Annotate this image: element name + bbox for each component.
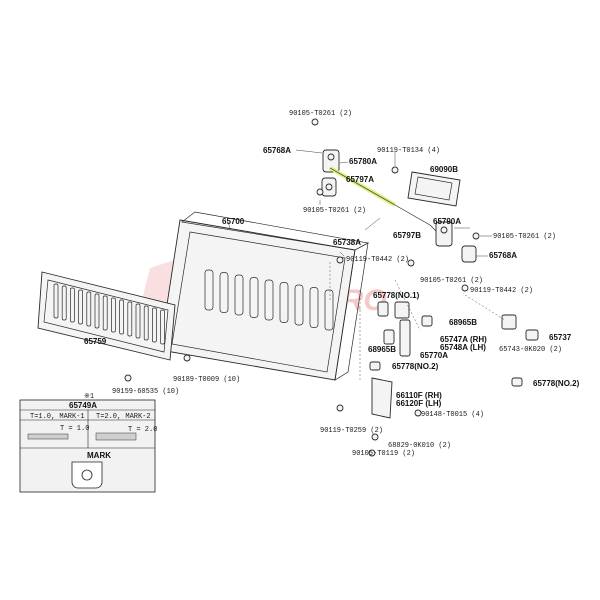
label-65748a: 65748A (LH) bbox=[440, 343, 486, 352]
panel-rib bbox=[234, 274, 244, 316]
part-labels: 90105-T0261 (2) 65768A 65780A 90119-T013… bbox=[84, 110, 580, 458]
grille-slat bbox=[86, 291, 92, 327]
label-65737: 65737 bbox=[549, 333, 572, 342]
leader-lines bbox=[227, 149, 492, 257]
label-65780a: 65780A bbox=[349, 157, 377, 166]
label-68829: 68829-0K010 (2) bbox=[388, 442, 451, 450]
upper-hinge-left bbox=[321, 149, 340, 197]
label-65797b: 65797B bbox=[393, 231, 421, 240]
inset-ref: ※1 bbox=[84, 393, 94, 401]
label-65738a: 65738A bbox=[333, 238, 361, 247]
inset-col1: T=1.0, MARK-1 bbox=[30, 413, 85, 421]
grille-slat bbox=[127, 301, 133, 337]
panel-rib bbox=[264, 279, 274, 321]
grille-slat bbox=[143, 305, 149, 341]
panel-rib bbox=[294, 284, 304, 326]
handle-assembly bbox=[391, 166, 461, 207]
label-65778-no2-mid: 65778(NO.2) bbox=[392, 362, 439, 371]
grille-slat bbox=[111, 297, 116, 333]
label-68965b-a: 68965B bbox=[449, 318, 477, 327]
panel-rib bbox=[309, 287, 319, 328]
label-90105-t0261-lower: 90105-T0261 (2) bbox=[420, 277, 483, 285]
upper-hinge-right bbox=[435, 221, 477, 263]
label-65778-no2-right: 65778(NO.2) bbox=[533, 379, 580, 388]
label-68965b-b: 68965B bbox=[368, 345, 396, 354]
grille-slat bbox=[119, 299, 124, 335]
panel-rib bbox=[279, 282, 289, 323]
label-90119-t0442-a: 90119-T0442 (2) bbox=[346, 256, 409, 264]
label-69090b: 69090B bbox=[430, 165, 458, 174]
grille-slat bbox=[160, 309, 165, 345]
label-65768a-right: 65768A bbox=[489, 251, 517, 260]
inset-detail: ※1 65749A T=1.0, MARK-1 T=2.0, MARK-2 T … bbox=[19, 393, 157, 493]
label-90105-t0261-top: 90105-T0261 (2) bbox=[289, 110, 352, 118]
label-90119-t0134: 90119-T0134 (4) bbox=[377, 147, 440, 155]
mark-tab-icon bbox=[71, 461, 103, 489]
inset-t1: T = 1.0 bbox=[60, 425, 89, 433]
label-90189: 90189-T0009 (10) bbox=[173, 376, 240, 384]
label-65747a: 65747A (RH) bbox=[440, 335, 487, 344]
leader-lines-dashed bbox=[329, 262, 506, 380]
latch-assembly bbox=[369, 301, 539, 419]
tailgate-panel bbox=[159, 211, 370, 381]
label-65778-no1: 65778(NO.1) bbox=[373, 291, 420, 300]
label-65770a: 65770A bbox=[420, 351, 448, 360]
panel-rib bbox=[249, 277, 259, 318]
label-90105-t0261-mid: 90105-T0261 (2) bbox=[303, 207, 366, 215]
label-65768a-left: 65768A bbox=[263, 146, 291, 155]
grille-slat bbox=[70, 287, 75, 323]
grille-slat bbox=[61, 285, 67, 321]
panel-rib bbox=[204, 269, 214, 311]
grille-panel bbox=[37, 271, 176, 361]
inset-t2: T = 2.0 bbox=[128, 426, 157, 434]
label-90105-t0261-right: 90105-T0261 (2) bbox=[493, 233, 556, 241]
bolts bbox=[124, 118, 480, 457]
inset-mark: MARK bbox=[87, 451, 111, 460]
inset-title: 65749A bbox=[69, 401, 97, 410]
label-90148: 90148-T0015 (4) bbox=[421, 411, 484, 419]
grille-slat bbox=[78, 289, 83, 325]
label-65743: 65743-0K020 (2) bbox=[499, 346, 562, 354]
label-65759: 65759 bbox=[84, 337, 107, 346]
label-65790a: 65790A bbox=[433, 217, 461, 226]
grille-slat bbox=[94, 293, 100, 329]
label-66120f: 66120F (LH) bbox=[396, 399, 442, 408]
label-90105-t0119: 90105-T0119 (2) bbox=[352, 450, 415, 458]
label-65700: 65700 bbox=[222, 217, 245, 226]
grille-slat bbox=[102, 295, 108, 331]
label-65797a: 65797A bbox=[346, 175, 374, 184]
panel-rib bbox=[324, 289, 334, 331]
label-66110f: 66110F (RH) bbox=[396, 391, 442, 400]
label-90119-t0259: 90119-T0259 (2) bbox=[320, 427, 383, 435]
grille-slat bbox=[135, 303, 141, 339]
grille-slat bbox=[152, 307, 157, 343]
grille-slat bbox=[53, 283, 59, 319]
inset-col2: T=2.0, MARK-2 bbox=[96, 413, 151, 421]
panel-rib bbox=[219, 272, 229, 313]
label-90119-t0442-b: 90119-T0442 (2) bbox=[470, 287, 533, 295]
label-90159: 90159-60535 (10) bbox=[112, 388, 179, 396]
